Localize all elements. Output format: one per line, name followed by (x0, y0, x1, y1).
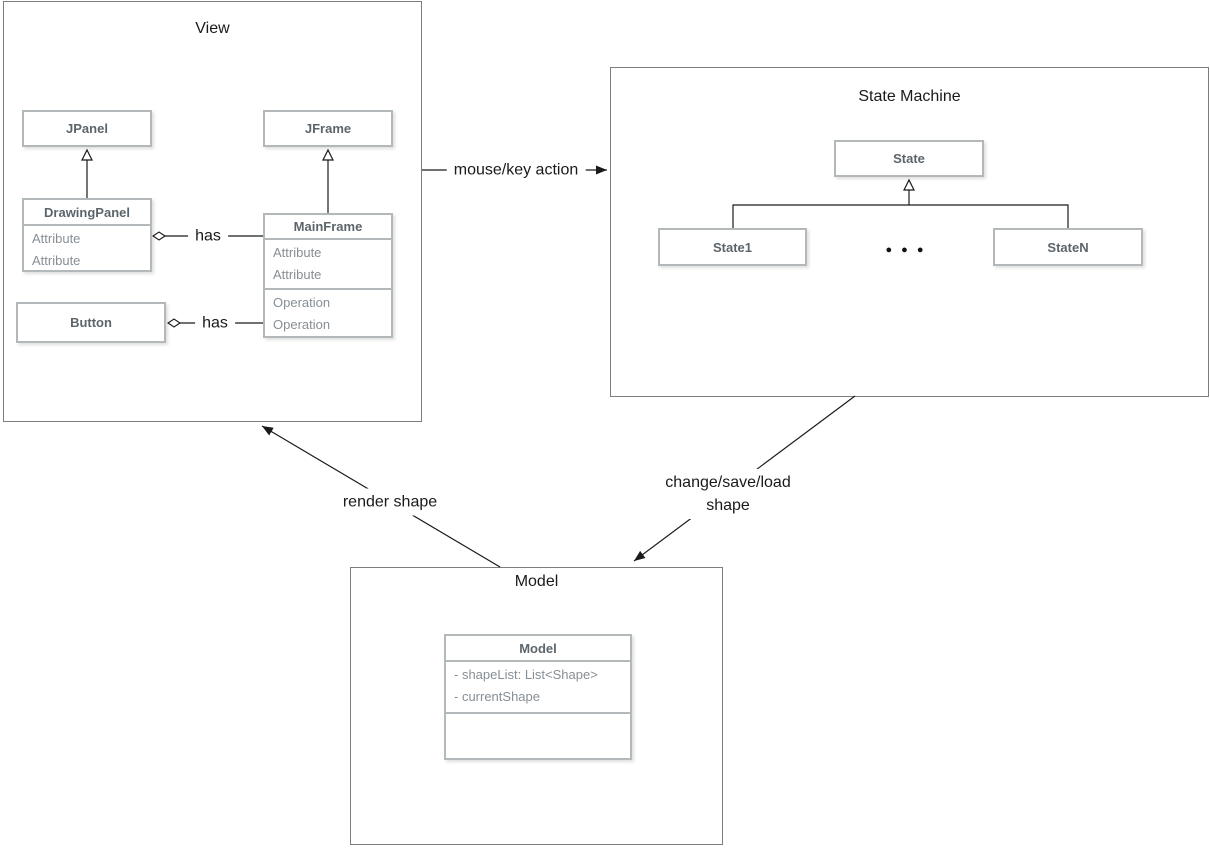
change-save-load-line2: shape (706, 497, 750, 514)
class-name-jframe: JFrame (304, 121, 352, 136)
attribute-row: - shapeList: List<Shape> (454, 667, 598, 682)
change-save-load-line1: change/save/load (665, 474, 791, 491)
model-operations-section (446, 712, 630, 758)
class-box-state1: State1 (658, 228, 807, 266)
view-package-title: View (195, 20, 230, 37)
class-box-state: State (834, 140, 984, 177)
attribute-row: Attribute (32, 253, 81, 268)
mouse-key-action-label: mouse/key action (446, 156, 586, 184)
class-box-jpanel: JPanel (22, 110, 152, 147)
class-name-drawingpanel: DrawingPanel (44, 204, 130, 220)
class-box-model: Model - shapeList: List<Shape> - current… (444, 634, 632, 760)
has-label-drawingpanel: has (188, 222, 228, 250)
change-save-load-shape-label: change/save/load shape (658, 469, 798, 519)
states-ellipsis: ● ● ● (885, 244, 927, 256)
class-box-button: Button (16, 302, 166, 343)
class-box-drawingpanel: DrawingPanel Attribute Attribute (22, 198, 152, 272)
class-name-model: Model (519, 640, 557, 656)
attribute-row: Attribute (273, 267, 322, 282)
model-package-title: Model (514, 573, 559, 590)
attribute-row: - currentShape (454, 689, 540, 704)
drawingpanel-attributes-section: Attribute Attribute (24, 224, 150, 272)
model-package-container: Model (350, 567, 723, 845)
attribute-row: Attribute (273, 245, 322, 260)
class-name-mainframe: MainFrame (293, 219, 363, 234)
class-name-state1: State1 (712, 239, 753, 255)
state-machine-package-container: State Machine (610, 67, 1209, 397)
render-shape-label: render shape (335, 488, 445, 516)
class-name-button: Button (70, 315, 112, 330)
class-name-staten: StateN (1047, 239, 1089, 255)
class-name-jpanel: JPanel (66, 121, 108, 136)
class-box-mainframe: MainFrame Attribute Attribute Operation … (263, 213, 393, 338)
has-label-button: has (195, 309, 235, 337)
mainframe-attributes-section: Attribute Attribute (265, 238, 391, 288)
class-box-jframe: JFrame (263, 110, 393, 147)
model-attributes-section: - shapeList: List<Shape> - currentShape (446, 660, 630, 712)
attribute-row: Attribute (32, 231, 81, 246)
operation-row: Operation (273, 317, 331, 332)
view-package-container: View (3, 1, 422, 422)
class-name-state: State (893, 151, 925, 166)
operation-row: Operation (273, 295, 331, 310)
state-machine-package-title: State Machine (858, 88, 961, 105)
mainframe-operations-section: Operation Operation (265, 288, 391, 336)
class-box-staten: StateN (993, 228, 1143, 266)
